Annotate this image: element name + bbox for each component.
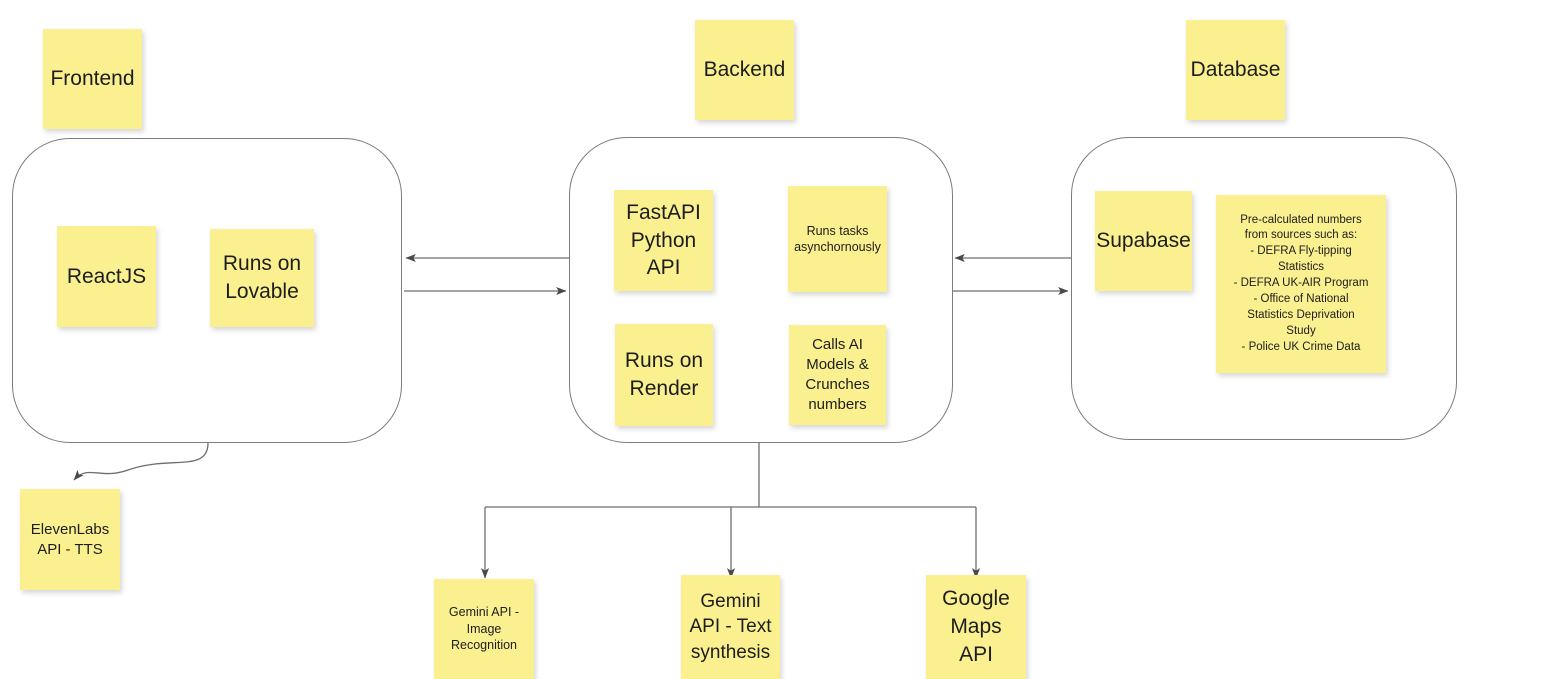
note-fastapi-python-api[interactable]: FastAPI Python API [614,190,713,291]
note-gemini-text-synthesis[interactable]: Gemini API - Text synthesis [681,575,780,679]
note-google-maps-api[interactable]: Google Maps API [926,575,1026,679]
note-database-title[interactable]: Database [1186,20,1285,120]
note-calls-ai-models[interactable]: Calls AI Models & Crunches numbers [789,325,886,425]
note-precalculated-sources[interactable]: Pre-calculated numbers from sources such… [1216,195,1386,373]
note-elevenlabs-tts[interactable]: ElevenLabs API - TTS [20,489,120,590]
group-database [1071,137,1457,440]
group-frontend [12,138,402,443]
wire-frontend-to-elevenlabs [73,442,209,481]
note-reactjs[interactable]: ReactJS [57,226,156,327]
note-backend-title[interactable]: Backend [695,20,794,120]
note-runs-on-render[interactable]: Runs on Render [615,324,713,426]
note-runs-tasks-async[interactable]: Runs tasks asynchornously [788,186,887,292]
note-runs-on-lovable[interactable]: Runs on Lovable [210,229,314,327]
note-frontend-title[interactable]: Frontend [43,29,142,129]
group-backend [569,137,953,443]
note-gemini-image-recognition[interactable]: Gemini API - Image Recognition [434,579,534,679]
wire-backend-to-services [480,443,981,579]
note-supabase[interactable]: Supabase [1095,191,1192,291]
